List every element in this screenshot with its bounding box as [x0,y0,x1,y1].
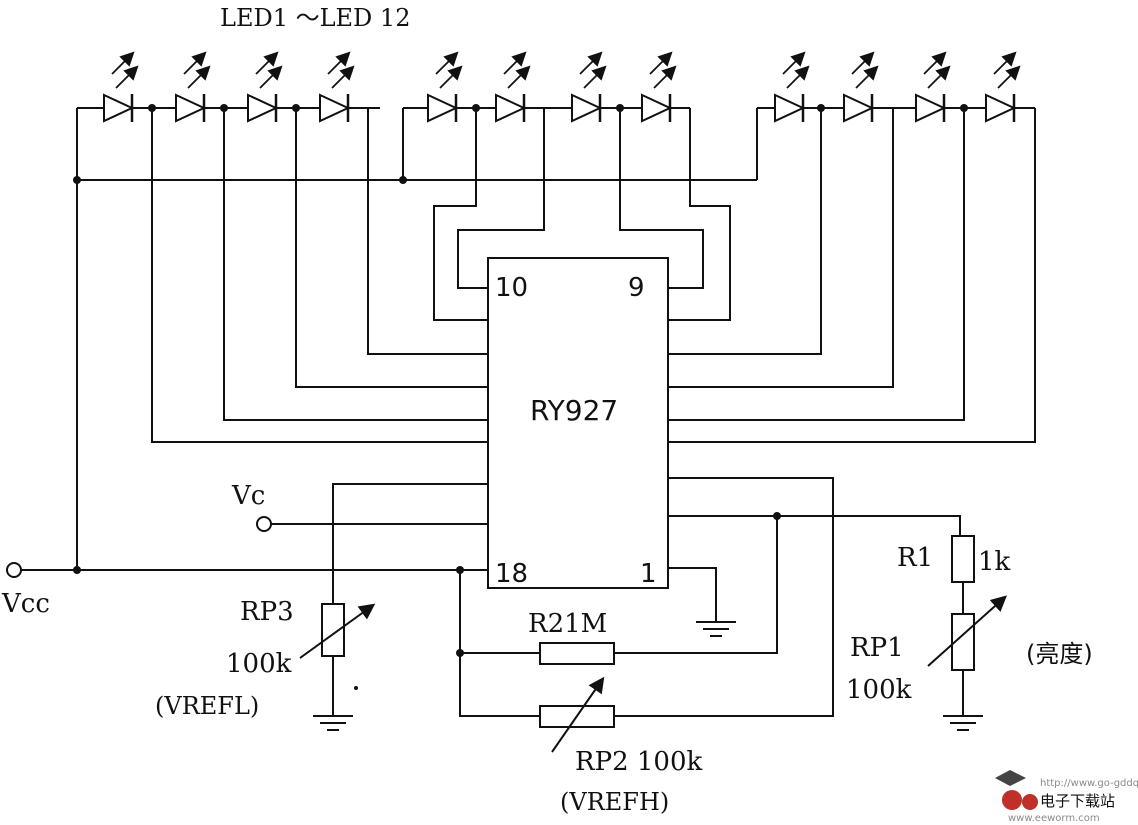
ground-icon [942,715,984,731]
r2-resistor [539,512,961,665]
ground-icon [312,715,354,731]
rp2-potentiometer [539,477,834,753]
led-icon [844,54,876,122]
rp1-label: RP1 [850,633,904,663]
r1-value: 1k [978,547,1011,577]
r1-label: R1 [897,543,933,573]
led-icon [642,54,674,122]
led-icon [320,54,352,122]
led-icon [986,54,1018,122]
pin-1-label: 1 [640,559,657,589]
vc-label: Vc [231,481,265,511]
watermark-url: http://www.go-gddq.com [1040,778,1138,789]
left-pin-wires [151,108,545,443]
brightness-label: (亮度) [1026,640,1093,668]
vc-terminal [256,516,272,532]
r1-rp1-branch [927,535,1007,731]
vcc-terminal [6,562,22,578]
anode-rail [73,108,758,570]
pin-18-label: 18 [495,559,528,589]
ground-icon [695,621,737,637]
watermark-logo: 电子下载站 http://www.go-gddq.com www.eeworm.… [995,770,1138,824]
rp3-label: RP3 [240,597,294,627]
led-icon [916,54,948,122]
rp3-potentiometer [299,483,488,731]
led-icon [248,54,280,122]
vcc-label: Vcc [1,589,50,619]
ic-name: RY927 [530,394,618,427]
watermark-url2: www.eeworm.com [1008,813,1100,824]
led-icon [775,54,807,122]
led-icon [176,54,208,122]
led-icon [496,54,528,122]
right-pin-wires [619,108,1036,443]
r2-label: R21M [528,609,607,639]
vc-net [256,516,488,532]
led-group-right [757,54,1035,122]
pin-9-label: 9 [628,273,645,303]
led-icon [104,54,136,122]
pin1-ground [668,567,737,637]
rp1-value: 100k [846,675,912,705]
watermark-brand: 电子下载站 [1040,792,1115,810]
led-group-left [77,54,380,122]
pin-10-label: 10 [495,273,528,303]
vcc-net [6,562,540,717]
rp2-label: RP2 100k [575,747,703,777]
rp3-value: 100k [226,649,292,679]
led-icon [428,54,460,122]
ic-ry927 [487,257,669,589]
rp2-note: (VREFH) [560,788,669,816]
rp3-note: (VREFL) [155,692,259,720]
led-range-label: LED1 ～LED 12 [220,4,410,32]
led-group-middle [403,54,690,122]
led-icon [572,54,604,122]
